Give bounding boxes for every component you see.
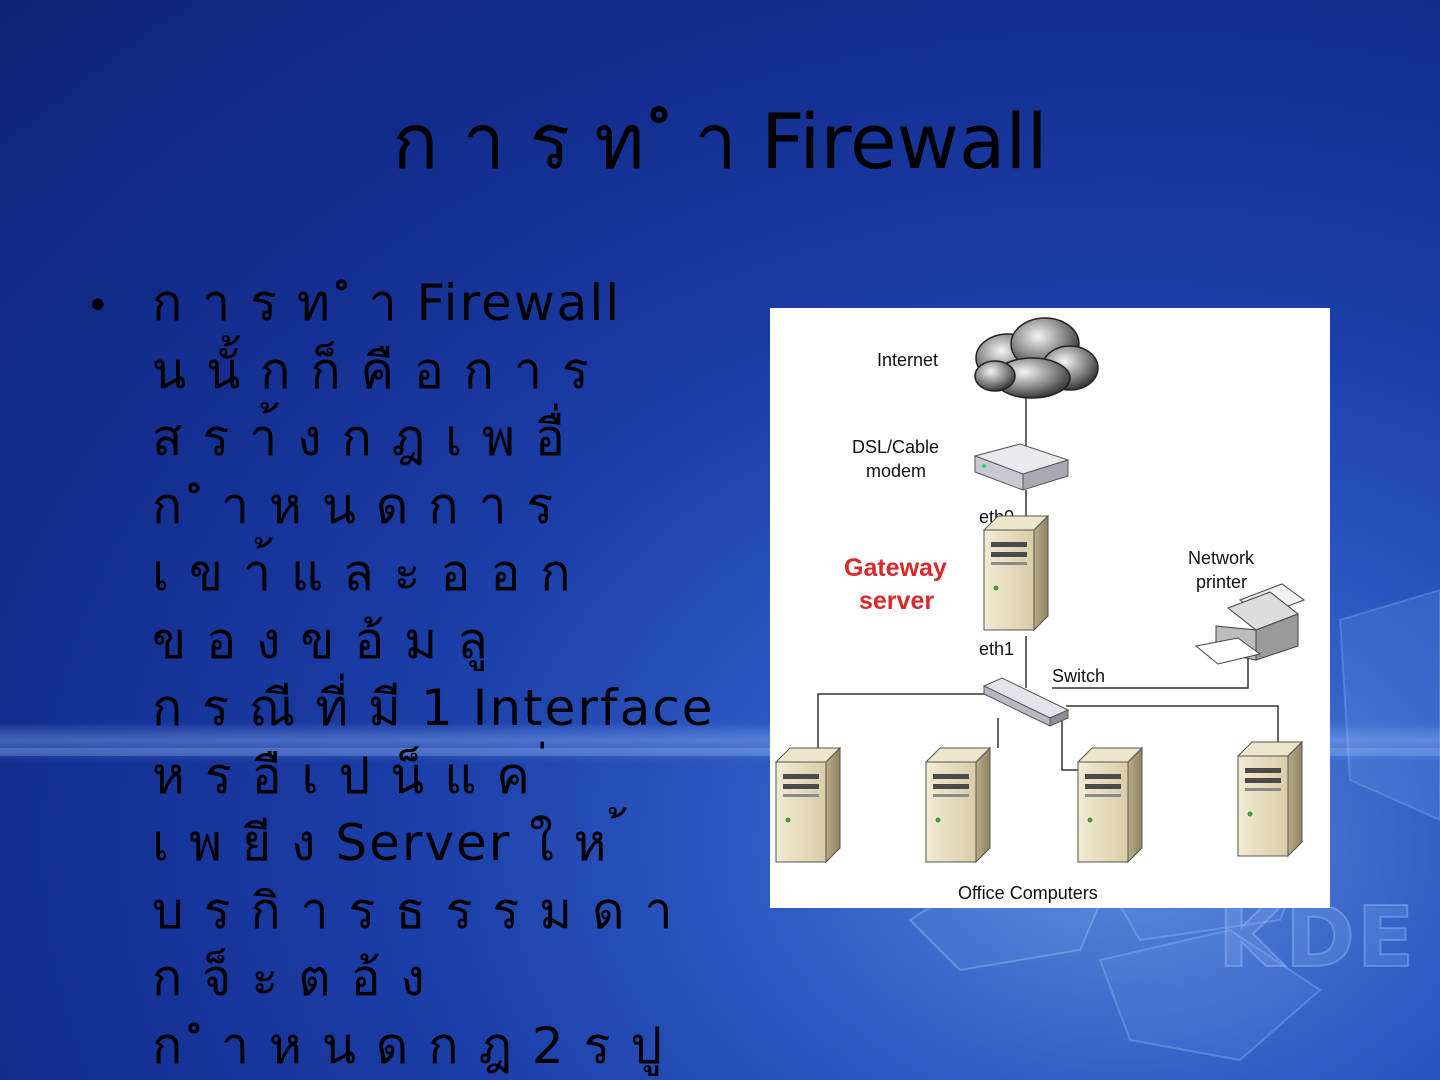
bullet-line: บ ร กิ า ร ธ ร ร ม ด า	[152, 881, 675, 940]
network-printer-icon	[1194, 583, 1306, 665]
bullet-line: น นั้ ก ก็ คื อ ก า ร	[152, 341, 591, 400]
bullet-line: ข อ ง ข อ้ ม ลู	[152, 611, 490, 670]
office-computers-label: Office Computers	[958, 883, 1098, 903]
modem-label-line2: modem	[866, 461, 926, 481]
bullet-dot-icon: •	[86, 283, 110, 329]
modem-icon	[973, 443, 1070, 491]
bullet-line: เ ข า้ แ ล ะ อ อ ก	[152, 544, 573, 602]
office-computer-3-icon	[1077, 747, 1143, 863]
bullet-line: ก จ็ ะ ต อ้ ง	[152, 949, 427, 1007]
office-computer-1-icon	[775, 747, 841, 863]
bullet-line: ก ํ า ห น ด ก ฎ 2 ร ปู	[152, 1016, 665, 1075]
gateway-label-line2: server	[859, 587, 934, 615]
bullet-line: ห ร อื เ ป น็ แ ค ่	[152, 746, 551, 805]
switch-label: Switch	[1052, 666, 1105, 686]
office-computer-2-icon	[925, 747, 991, 863]
bullet-line: ก า ร ท ํ า Firewall	[152, 274, 622, 332]
office-computer-4-icon	[1237, 741, 1303, 857]
slide-title: ก า ร ท ํ า Firewall	[392, 97, 1048, 186]
modem-label-line1: DSL/Cable	[852, 437, 939, 457]
gateway-label-line1: Gateway	[844, 554, 947, 582]
bullet-body: ก า ร ท ํ า Firewall น นั้ ก ก็ คื อ ก า…	[152, 270, 792, 1080]
internet-cloud-icon	[974, 317, 1099, 399]
bullet-line: ก ํ า ห น ด ก า ร	[152, 476, 556, 535]
switch-icon	[982, 677, 1070, 727]
printer-label-line2: printer	[1196, 572, 1247, 592]
bullet-line: เ พ ยี ง Server ใ ห ้	[152, 814, 628, 872]
gateway-server-icon	[983, 515, 1049, 631]
bullet-line: ส ร า้ ง ก ฎ เ พ อื่	[152, 409, 567, 467]
background-light-line	[0, 748, 1440, 756]
network-diagram-svg: Internet DSL/Cable modem eth0 Gateway se…	[775, 317, 1306, 903]
network-diagram: Internet DSL/Cable modem eth0 Gateway se…	[770, 308, 1330, 908]
bullet-line: ก ร ณี ที่ มี 1 Interface	[152, 679, 715, 737]
eth1-label: eth1	[979, 639, 1014, 659]
internet-label: Internet	[877, 350, 938, 370]
printer-label-line1: Network	[1188, 548, 1255, 568]
